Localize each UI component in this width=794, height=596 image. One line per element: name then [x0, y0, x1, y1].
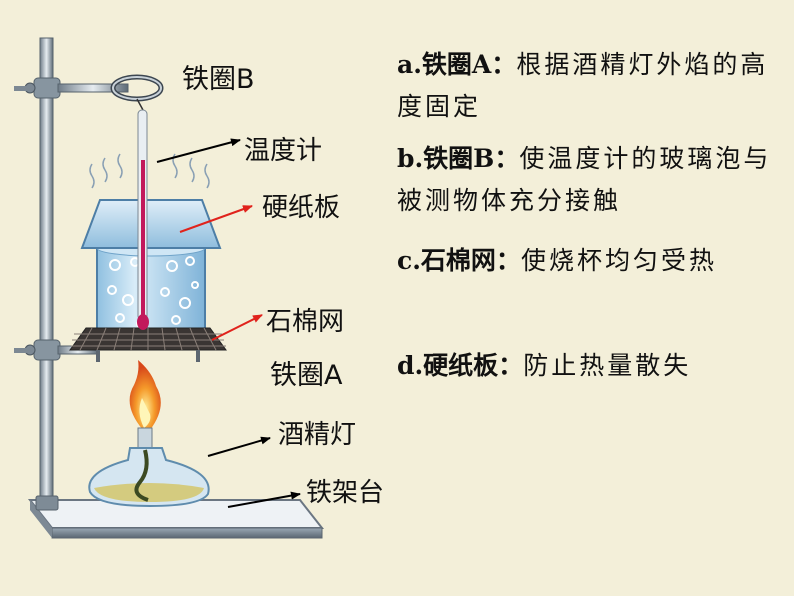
- alcohol-lamp: [88, 427, 210, 508]
- flame: [129, 360, 161, 430]
- note-text: 根据酒精灯外焰的高度固定: [397, 50, 769, 121]
- note-text: 使烧杯均匀受热: [520, 246, 717, 275]
- label-arrows: [156, 138, 301, 508]
- note-key: a.铁圈A：: [397, 50, 517, 79]
- note-text: 使温度计的玻璃泡与被测物体充分接触: [397, 144, 772, 215]
- stand-rod: [39, 37, 54, 509]
- arrow-lamp: [207, 436, 271, 457]
- note-key: c.石棉网：: [397, 246, 521, 275]
- cardboard-label: 硬纸板: [262, 193, 341, 223]
- thermometer: [136, 98, 149, 330]
- gauze-label: 石棉网: [266, 307, 345, 337]
- note-text: 防止热量散失: [523, 351, 692, 380]
- note-gauze: c.石棉网：使烧杯均匀受热: [397, 240, 782, 282]
- note-key: d.硬纸板：: [397, 351, 524, 380]
- note-key: b.铁圈B：: [397, 144, 520, 173]
- cardboard-cover: [80, 199, 222, 249]
- steam: [89, 153, 210, 189]
- note-ring-a: a.铁圈A：根据酒精灯外焰的高度固定: [397, 44, 782, 128]
- lamp-label: 酒精灯: [278, 420, 357, 450]
- thermometer-label: 温度计: [244, 136, 323, 166]
- ring-b-clamp: [14, 74, 164, 102]
- arrow-cardboard: [179, 205, 253, 233]
- arrow-thermometer: [156, 138, 241, 163]
- ring-b-label: 铁圈B: [182, 64, 255, 95]
- stand-label: 铁架台: [306, 478, 385, 508]
- ring-a-label: 铁圈A: [270, 360, 343, 391]
- gauze-mesh: [69, 327, 227, 362]
- note-ring-b: b.铁圈B：使温度计的玻璃泡与被测物体充分接触: [397, 138, 782, 222]
- arrow-gauze: [211, 314, 263, 341]
- stand-base: [27, 499, 325, 539]
- arrow-stand: [227, 491, 301, 508]
- note-cardboard: d.硬纸板：防止热量散失: [397, 345, 782, 387]
